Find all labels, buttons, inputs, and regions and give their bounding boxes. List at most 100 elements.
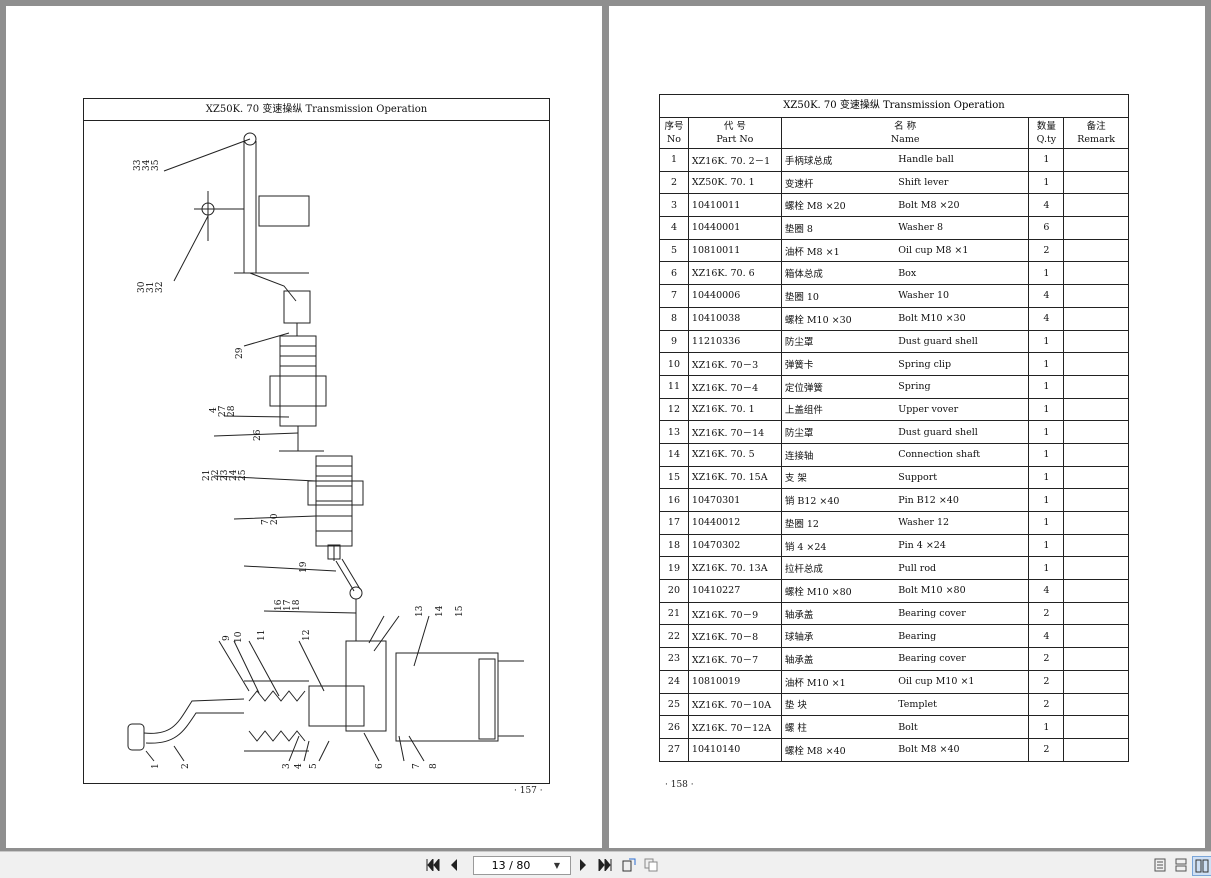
cell-remark xyxy=(1063,488,1129,512)
cell-part-no: XZ16K. 70. 13A xyxy=(687,556,782,581)
cell-name-cn: 定位弹簧 xyxy=(780,374,896,399)
cell-remark xyxy=(1063,238,1129,263)
callout: 7 xyxy=(412,763,422,769)
cell-name-cn: 垫圈 8 xyxy=(780,216,896,240)
callout: 16 xyxy=(274,599,284,611)
cell-name-en: Spring xyxy=(895,374,1030,399)
cell-part-no: 10470301 xyxy=(687,488,782,512)
callout: 23 xyxy=(220,469,230,481)
two-page-view-icon[interactable] xyxy=(1192,856,1211,876)
chevron-down-icon[interactable]: ▼ xyxy=(553,861,561,870)
cell-remark xyxy=(1063,511,1129,535)
transmission-drawing: 33 34 35 30 31 32 29 4 27 28 26 21 22 23… xyxy=(127,132,524,769)
cell-part-no: XZ16K. 70－7 xyxy=(687,647,782,671)
cell-no: 6 xyxy=(659,261,689,286)
cell-remark xyxy=(1063,397,1129,422)
cell-part-no: XZ16K. 70. 6 xyxy=(687,261,782,286)
cell-no: 5 xyxy=(659,238,689,263)
cell-name-cn: 螺栓 M10 ×80 xyxy=(780,579,896,603)
cell-no: 15 xyxy=(659,465,689,490)
callout: 27 xyxy=(218,405,228,417)
callout: 9 xyxy=(222,635,232,641)
callout: 3 xyxy=(282,763,292,769)
cell-name-en: Bolt M10 ×30 xyxy=(895,306,1030,331)
callout: 24 xyxy=(229,469,239,481)
cell-part-no: XZ16K. 70－12A xyxy=(687,715,782,739)
cell-no: 26 xyxy=(659,715,689,739)
prev-page-icon[interactable] xyxy=(445,856,463,874)
page-number-input[interactable] xyxy=(474,858,548,873)
cell-part-no: XZ16K. 70. 5 xyxy=(687,442,782,467)
cell-qty: 1 xyxy=(1028,261,1065,286)
cell-remark xyxy=(1063,533,1129,558)
cell-name-cn: 螺 柱 xyxy=(780,715,896,739)
cell-name-en: Bearing cover xyxy=(895,647,1030,671)
cell-name-cn: 垫 块 xyxy=(780,692,896,717)
cell-qty: 2 xyxy=(1028,669,1065,694)
callout: 26 xyxy=(253,429,263,441)
cell-part-no: 10410011 xyxy=(687,193,782,218)
viewer-toolbar: ▼ xyxy=(0,851,1211,878)
cell-qty: 1 xyxy=(1028,488,1065,512)
cell-name-cn: 螺栓 M8 ×20 xyxy=(780,193,896,218)
cell-qty: 2 xyxy=(1028,601,1065,626)
cell-name-en: Bolt M10 ×80 xyxy=(895,579,1030,603)
cell-qty: 1 xyxy=(1028,420,1065,444)
callout: 30 xyxy=(137,281,147,293)
cell-name-cn: 上盖组件 xyxy=(780,397,896,422)
rotate-page-icon[interactable] xyxy=(620,856,638,874)
cell-name-cn: 垫圈 12 xyxy=(780,511,896,535)
cell-name-en: Support xyxy=(895,465,1030,490)
callout: 34 xyxy=(142,159,152,171)
page-number-box[interactable]: ▼ xyxy=(473,856,571,875)
cell-part-no: XZ16K. 70. 2－1 xyxy=(687,148,782,172)
cell-name-en: Oil cup M10 ×1 xyxy=(895,669,1030,694)
single-page-view-icon[interactable] xyxy=(1151,856,1169,874)
cell-no: 2 xyxy=(659,170,689,195)
cell-qty: 1 xyxy=(1028,511,1065,535)
callout: 2 xyxy=(181,763,191,769)
cell-no: 8 xyxy=(659,306,689,331)
continuous-view-icon[interactable] xyxy=(1172,856,1190,874)
cell-qty: 1 xyxy=(1028,329,1065,354)
cell-name-en: Oil cup M8 ×1 xyxy=(895,238,1030,263)
cell-remark xyxy=(1063,170,1129,195)
cell-name-cn: 轴承盖 xyxy=(780,601,896,626)
cell-name-en: Upper vover xyxy=(895,397,1030,422)
cell-part-no: XZ16K. 70－9 xyxy=(687,601,782,626)
callout: 19 xyxy=(299,561,309,573)
cell-remark xyxy=(1063,284,1129,308)
copy-page-icon[interactable] xyxy=(642,856,660,874)
cell-qty: 4 xyxy=(1028,306,1065,331)
cell-part-no: 10410227 xyxy=(687,579,782,603)
cell-name-en: Bolt M8 ×20 xyxy=(895,193,1030,218)
cell-qty: 2 xyxy=(1028,647,1065,671)
callout: 17 xyxy=(283,599,293,611)
callout: 28 xyxy=(227,405,237,417)
cell-no: 12 xyxy=(659,397,689,422)
first-page-icon[interactable] xyxy=(424,856,442,874)
cell-remark xyxy=(1063,352,1129,376)
callout: 25 xyxy=(238,469,248,481)
cell-no: 10 xyxy=(659,352,689,376)
last-page-icon[interactable] xyxy=(596,856,614,874)
cell-no: 24 xyxy=(659,669,689,694)
cell-name-cn: 油杯 M10 ×1 xyxy=(780,669,896,694)
next-page-icon[interactable] xyxy=(574,856,592,874)
callout: 5 xyxy=(309,763,319,769)
cell-remark xyxy=(1063,692,1129,717)
cell-part-no: 10440001 xyxy=(687,216,782,240)
cell-remark xyxy=(1063,216,1129,240)
cell-qty: 1 xyxy=(1028,374,1065,399)
